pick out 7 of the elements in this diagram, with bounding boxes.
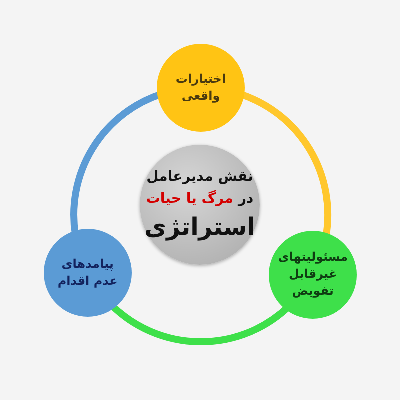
title-text: در [238,191,254,207]
highlight-text: مرگ یا حیات [146,191,234,207]
circle-label: اختیارات واقعی [174,71,228,105]
circle-label: مسئولیتهای غیرقابل تفویض [277,249,350,300]
title-text: نقش مدیرعامل [146,168,254,187]
circle-label: پیامدهای عدم اقدام [56,256,119,290]
title-text: استراتژی [144,212,256,243]
